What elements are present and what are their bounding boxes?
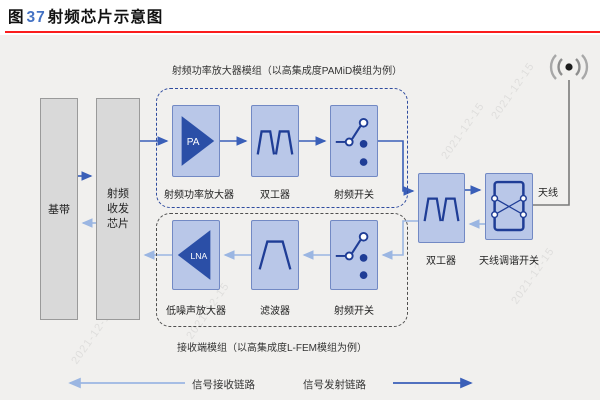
filter-block xyxy=(251,220,299,290)
caption-underline xyxy=(5,31,600,33)
pa-symbol: PA xyxy=(187,137,200,148)
lna-symbol: LNA xyxy=(191,251,208,261)
power-amplifier-block: PA xyxy=(172,105,220,177)
figure-number: 37 xyxy=(26,9,46,26)
tx-module-group xyxy=(156,88,408,208)
tx-rf-switch-block xyxy=(330,105,378,177)
cross-switch-icon xyxy=(491,180,527,232)
legend-tx-label: 信号发射链路 xyxy=(303,379,366,391)
rf-transceiver-block: 射频 收发 芯片 xyxy=(96,98,140,320)
tx-duplexer-block xyxy=(251,105,299,177)
filter-label: 滤波器 xyxy=(260,306,290,317)
rf-transceiver-label: 射频 收发 芯片 xyxy=(107,187,129,230)
duplexer-icon xyxy=(423,197,460,222)
rx-rf-switch-block xyxy=(330,220,378,290)
rx-module-group xyxy=(156,213,408,327)
figure-label: 图 xyxy=(8,9,25,26)
pa-amplifier-icon: PA xyxy=(181,116,215,166)
legend-rx-label: 信号接收链路 xyxy=(192,379,255,391)
antenna-label: 天线 xyxy=(538,188,558,199)
rx-rf-switch-label: 射频开关 xyxy=(334,306,374,317)
pa-label: 射频功率放大器 xyxy=(164,190,234,201)
rf-switch-icon xyxy=(335,232,369,279)
antenna-tuning-switch-label: 天线调谐开关 xyxy=(479,256,539,267)
lna-amplifier-icon: LNA xyxy=(177,230,211,280)
lna-label: 低噪声放大器 xyxy=(166,306,226,317)
tx-module-title: 射频功率放大器模组（以高集成度PAMiD模组为例） xyxy=(171,66,403,77)
duplexer-icon xyxy=(256,130,294,155)
antenna-tuning-switch-block xyxy=(485,173,533,240)
bandpass-filter-icon xyxy=(258,240,292,270)
baseband-label: 基带 xyxy=(48,204,70,216)
lna-block: LNA xyxy=(172,220,220,290)
rx-module-title: 接收端模组（以高集成度L-FEM模组为例） xyxy=(177,343,367,354)
tx-duplexer-label: 双工器 xyxy=(260,190,290,201)
figure-title-text: 射频芯片示意图 xyxy=(47,9,164,26)
antenna-duplexer-label: 双工器 xyxy=(426,256,456,267)
baseband-block: 基带 xyxy=(40,98,78,320)
antenna-duplexer-block xyxy=(418,173,465,243)
rf-switch-icon xyxy=(335,118,369,166)
tx-rf-switch-label: 射频开关 xyxy=(334,190,374,201)
